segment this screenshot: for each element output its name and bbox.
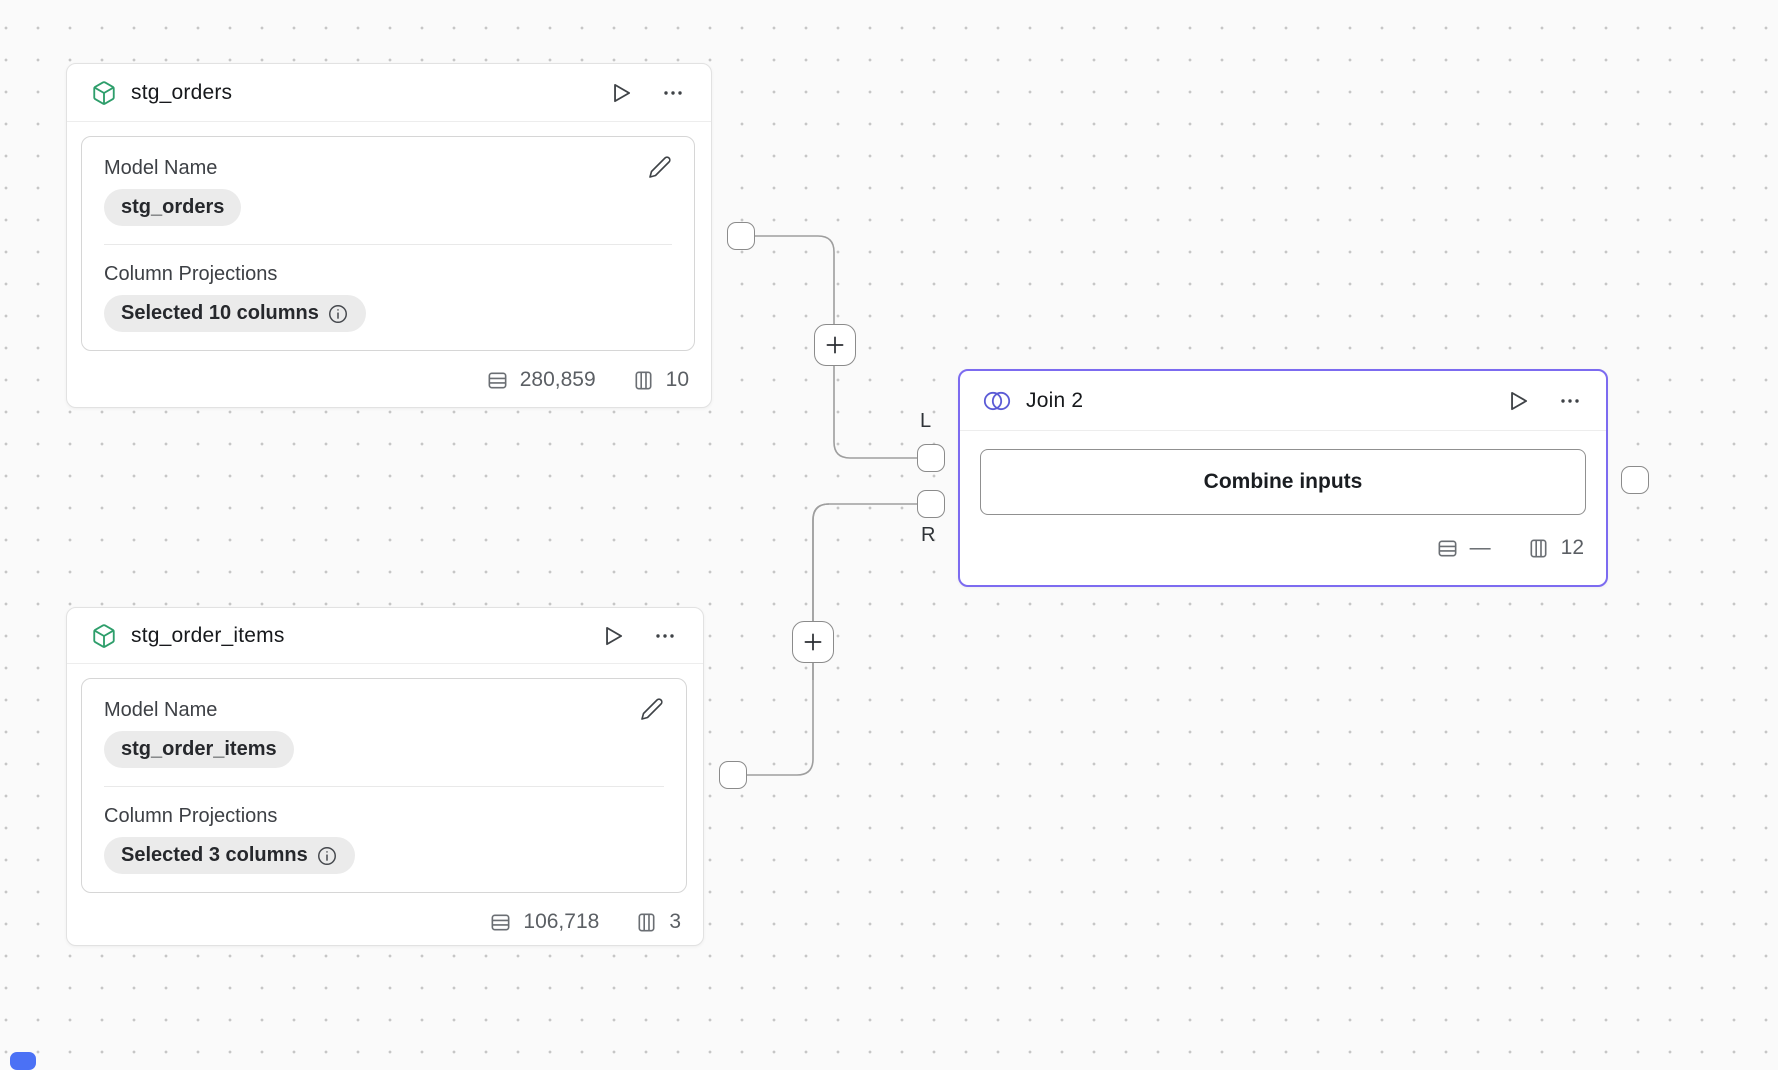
model-name-label: Model Name <box>104 699 218 721</box>
ellipsis-icon <box>661 81 685 105</box>
model-name-chip: stg_order_items <box>104 731 294 768</box>
plus-icon <box>822 332 848 358</box>
pencil-icon <box>640 697 664 721</box>
edit-model-name-button[interactable] <box>646 153 674 181</box>
column-projections-chip[interactable]: Selected 10 columns <box>104 295 366 332</box>
column-count-value: 10 <box>665 368 689 391</box>
divider <box>104 244 672 245</box>
model-name-label: Model Name <box>104 157 218 179</box>
node-header: stg_order_items <box>67 608 703 664</box>
column-projections-label: Column Projections <box>104 805 278 827</box>
run-node-button[interactable] <box>599 622 627 650</box>
column-count-value: 3 <box>669 910 681 933</box>
column-projections-value: Selected 10 columns <box>121 302 319 324</box>
join-right-port-label: R <box>921 524 936 546</box>
column-count-icon <box>632 369 655 392</box>
node-stg-order-items[interactable]: stg_order_items Model Nam <box>66 607 704 946</box>
column-projections-chip[interactable]: Selected 3 columns <box>104 837 355 874</box>
play-icon <box>1505 388 1531 414</box>
column-count-icon <box>1527 537 1550 560</box>
node-stats: 106,718 3 <box>67 893 703 951</box>
model-name-chip: stg_orders <box>104 189 242 226</box>
node-title: stg_orders <box>131 80 233 104</box>
output-port-stg-orders[interactable] <box>727 222 755 250</box>
node-config-panel: Model Name stg_order_items Column Projec… <box>81 678 687 893</box>
node-title: stg_order_items <box>131 623 285 647</box>
divider <box>104 786 664 787</box>
column-projections-label: Column Projections <box>104 263 278 285</box>
info-icon[interactable] <box>316 845 338 867</box>
row-count-value: 106,718 <box>523 910 600 933</box>
edit-model-name-button[interactable] <box>638 695 666 723</box>
row-count-value: — <box>1469 536 1491 559</box>
column-count-icon <box>635 911 658 934</box>
combine-inputs-button[interactable]: Combine inputs <box>980 449 1586 515</box>
wire-stg-order-items-to-join-right-upper <box>812 503 917 680</box>
row-count-icon <box>489 911 512 934</box>
cube-icon <box>91 623 117 649</box>
column-count-value: 12 <box>1560 536 1584 559</box>
play-icon <box>608 80 634 106</box>
run-node-button[interactable] <box>1504 387 1532 415</box>
ellipsis-icon <box>653 624 677 648</box>
column-projections-value: Selected 3 columns <box>121 844 308 866</box>
add-node-on-wire-button-bottom[interactable] <box>792 621 834 663</box>
info-icon[interactable] <box>327 303 349 325</box>
node-join-2[interactable]: Join 2 Combine inputs — <box>958 369 1608 587</box>
node-stats: — 12 <box>960 515 1606 585</box>
node-menu-button[interactable] <box>651 622 679 650</box>
row-count-icon <box>486 369 509 392</box>
play-icon <box>600 623 626 649</box>
node-config-panel: Model Name stg_orders Column Projections… <box>81 136 695 351</box>
venn-join-icon <box>982 390 1012 412</box>
plus-icon <box>800 629 826 655</box>
ellipsis-icon <box>1558 389 1582 413</box>
row-count-icon <box>1436 537 1459 560</box>
output-port-stg-order-items[interactable] <box>719 761 747 789</box>
model-name-value: stg_order_items <box>121 738 277 760</box>
join-input-port-left[interactable] <box>917 444 945 472</box>
node-stats: 280,859 10 <box>67 351 711 409</box>
pencil-icon <box>648 155 672 179</box>
join-input-port-right[interactable] <box>917 490 945 518</box>
node-header: Join 2 <box>960 371 1606 431</box>
node-menu-button[interactable] <box>1556 387 1584 415</box>
node-stg-orders[interactable]: stg_orders Model Name <box>66 63 712 408</box>
add-node-on-wire-button-top[interactable] <box>814 324 856 366</box>
node-header: stg_orders <box>67 64 711 122</box>
canvas-corner-control[interactable] <box>10 1052 36 1070</box>
output-port-join[interactable] <box>1621 466 1649 494</box>
cube-icon <box>91 80 117 106</box>
model-name-value: stg_orders <box>121 196 225 218</box>
node-title: Join 2 <box>1026 388 1084 412</box>
join-left-port-label: L <box>920 410 932 432</box>
node-menu-button[interactable] <box>659 79 687 107</box>
row-count-value: 280,859 <box>519 368 596 391</box>
run-node-button[interactable] <box>607 79 635 107</box>
